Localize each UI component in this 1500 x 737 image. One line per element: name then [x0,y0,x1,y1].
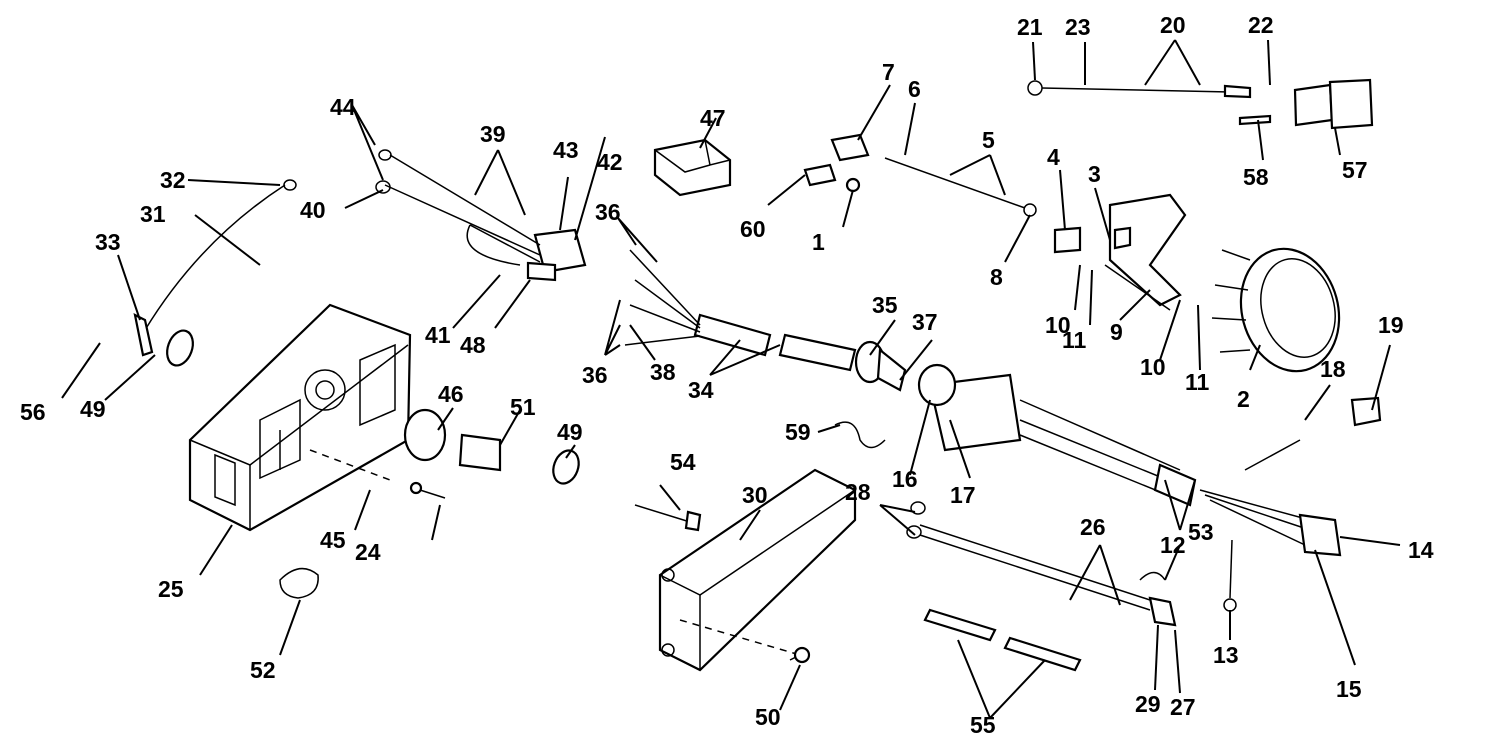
callout-31: 31 [140,201,166,227]
callout-25: 25 [158,576,184,602]
callout-11a: 11 [1062,327,1087,353]
callout-36a: 36 [595,199,621,225]
callout-15: 15 [1336,676,1362,702]
callout-43: 43 [553,137,579,163]
callout-45: 45 [320,527,346,553]
callout-53: 53 [1188,519,1214,545]
leader-lines [61,39,1401,719]
callout-28: 28 [845,479,871,505]
callout-24: 24 [355,539,381,565]
callout-23: 23 [1065,14,1091,40]
callout-11b: 11 [1185,369,1210,395]
relay [653,138,732,197]
callout-8: 8 [990,264,1003,290]
callout-26: 26 [1080,514,1106,540]
callout-37: 37 [912,309,938,335]
callout-49b: 49 [557,419,583,445]
sleeve-tubes [923,608,1082,672]
callout-1: 1 [812,229,825,255]
callout-41: 41 [425,322,451,348]
relay-socket-harness [375,149,587,274]
callout-19: 19 [1378,312,1404,338]
sender-unit [1293,78,1374,130]
callout-34: 34 [688,377,714,403]
callout-47: 47 [700,105,726,131]
callout-30: 30 [742,482,768,508]
callout-13: 13 [1213,642,1239,668]
sensor-cable [906,501,1177,627]
callout-39: 39 [480,121,506,147]
callout-38: 38 [650,359,676,385]
callout-27: 27 [1170,694,1196,720]
terminal-connector [1199,489,1342,557]
callout-49a: 49 [80,396,106,422]
callout-10b: 10 [1140,354,1166,380]
control-box-housing [188,303,412,532]
callout-56: 56 [20,399,46,425]
callout-33: 33 [95,229,121,255]
callout-48: 48 [460,332,486,358]
callout-42: 42 [597,149,623,175]
callout-52: 52 [250,657,276,683]
callout-35: 35 [872,292,898,318]
callout-6: 6 [908,76,921,102]
callout-46: 46 [438,381,464,407]
callout-5: 5 [982,127,995,153]
callout-9: 9 [1110,319,1123,345]
callout-60: 60 [740,216,766,242]
callout-14: 14 [1408,537,1434,563]
callout-36b: 36 [582,362,608,388]
callout-55: 55 [970,712,996,737]
callout-16: 16 [892,466,918,492]
callout-21: 21 [1017,14,1043,40]
callout-58: 58 [1243,164,1269,190]
callout-59: 59 [785,419,811,445]
callout-2: 2 [1237,386,1250,412]
gauge [1211,247,1341,373]
callout-17: 17 [950,482,976,508]
callout-7: 7 [882,59,895,85]
callout-10a: 10 [1045,312,1071,338]
small-hardware [166,226,1132,485]
callout-20: 20 [1160,12,1186,38]
lead-wire [1027,80,1252,99]
callout-40: 40 [300,197,326,223]
callout-labels: 1 2 3 4 5 6 7 8 9 10 10 11 11 12 13 14 1… [20,12,1434,737]
callout-57: 57 [1342,157,1368,183]
callout-54: 54 [670,449,696,475]
callout-12: 12 [1160,532,1186,558]
control-box-cover [658,468,857,672]
callout-22: 22 [1248,12,1274,38]
callout-18: 18 [1320,356,1346,382]
main-harness-plug [917,363,1197,507]
callout-4: 4 [1047,144,1060,170]
harness-cable [624,249,907,392]
callout-44: 44 [330,94,356,120]
callout-32: 32 [160,167,186,193]
callout-3: 3 [1088,161,1101,187]
callout-51: 51 [510,394,536,420]
ground-strap [133,179,297,357]
gauge-bracket [1104,193,1187,311]
callout-50: 50 [755,704,781,730]
callout-29: 29 [1135,691,1161,717]
